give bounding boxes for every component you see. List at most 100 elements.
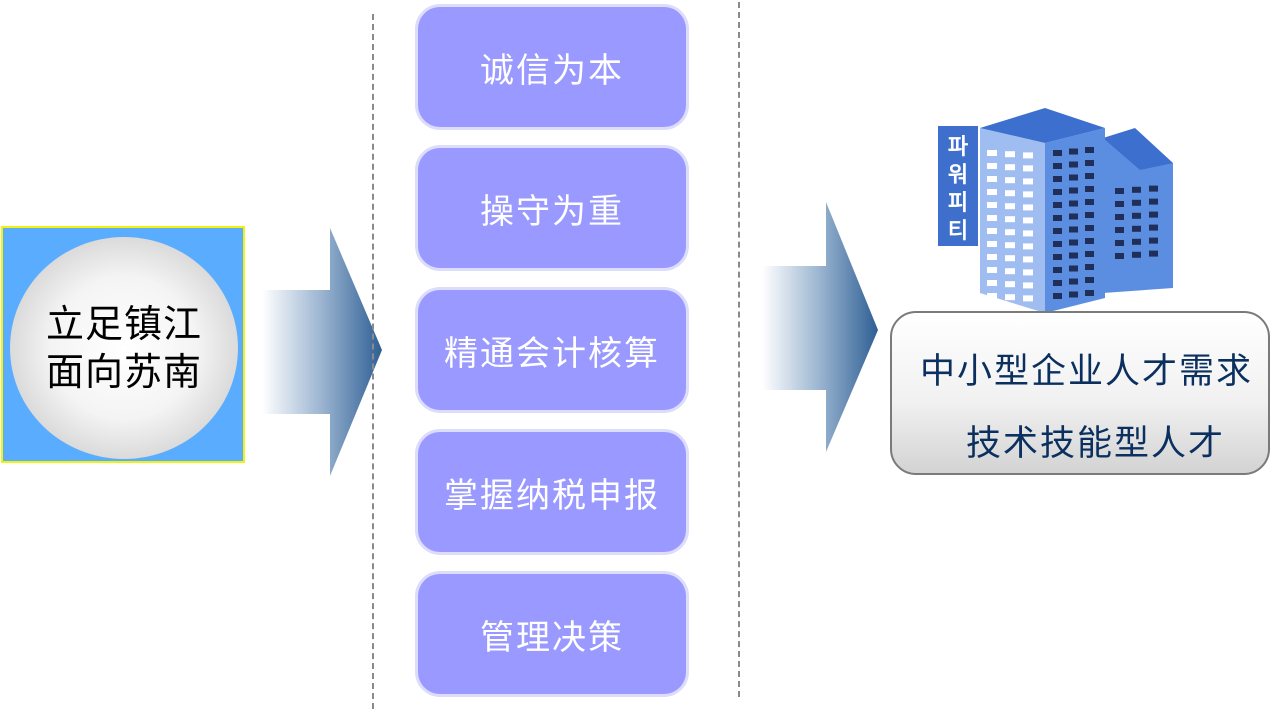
building-window (987, 150, 997, 156)
building-window (1053, 228, 1062, 234)
building-window (1023, 165, 1033, 172)
value-label: 掌握纳税申报 (444, 475, 660, 516)
building-window (1132, 199, 1141, 206)
outcome-line-2: 技术技能型人才 (966, 424, 1226, 464)
building-window (1069, 187, 1078, 194)
building-window (1069, 148, 1078, 155)
building-window (1069, 265, 1078, 272)
building-window (1069, 291, 1078, 298)
source-circle: 立足镇江 面向苏南 (10, 237, 238, 459)
building-window (1132, 212, 1141, 219)
sign-char: 피 (948, 191, 968, 216)
divider-left (372, 14, 374, 709)
office-building-icon: 파 워 피 티 (938, 108, 1173, 313)
building-window (1069, 278, 1078, 285)
building-window (1053, 293, 1062, 299)
building-window (1085, 290, 1094, 296)
building-window (1023, 269, 1033, 276)
building-window (1115, 188, 1124, 194)
building-window (987, 254, 997, 260)
building-window (1149, 237, 1158, 244)
building-window (1023, 217, 1033, 224)
building-window (1069, 226, 1078, 233)
building-window (1149, 224, 1158, 231)
value-item-1: 诚信为本 (418, 7, 686, 127)
building-window (987, 163, 997, 169)
building-window (1069, 213, 1078, 220)
value-item-2: 操守为重 (418, 148, 686, 268)
building-window (1005, 177, 1015, 184)
building-window (1085, 199, 1094, 205)
arrow-right-icon (762, 202, 878, 452)
building-window (1115, 227, 1124, 233)
building-window (1085, 238, 1094, 244)
sign-char: 파 (948, 135, 969, 160)
value-item-5: 管理决策 (418, 574, 686, 694)
building-window (987, 293, 997, 299)
building-window (1023, 191, 1033, 198)
building-window (1115, 201, 1124, 207)
building-window (1053, 202, 1062, 208)
building-window (1005, 190, 1015, 197)
building-window (1149, 211, 1158, 218)
value-label: 管理决策 (480, 617, 624, 658)
building-window (1005, 216, 1015, 223)
building-window (1085, 251, 1094, 257)
building-window (1115, 214, 1124, 220)
building-window (1005, 151, 1015, 158)
building-window (1023, 256, 1033, 263)
building-window (1053, 215, 1062, 221)
arrow-right-shape (762, 202, 878, 452)
building-window (987, 280, 997, 286)
building-window (1023, 295, 1033, 302)
building-window (1149, 198, 1158, 205)
building-window (1023, 243, 1033, 250)
building-window (1053, 241, 1062, 247)
outcome-box: 中小型企业人才需求 技术技能型人才 (890, 311, 1270, 475)
building-window (1115, 253, 1124, 259)
building-window (987, 267, 997, 273)
building-window (1053, 267, 1062, 273)
building-window (987, 202, 997, 208)
source-line-2: 面向苏南 (45, 350, 202, 394)
building-window (987, 215, 997, 221)
building-window (1005, 203, 1015, 210)
building-window (1005, 229, 1015, 236)
building-window (1005, 164, 1015, 171)
building-window (1005, 268, 1015, 275)
sign-char: 워 (948, 163, 968, 188)
building-window (1023, 152, 1033, 159)
value-item-4: 掌握纳税申报 (418, 432, 686, 552)
value-label: 诚信为本 (480, 50, 624, 91)
building-window (987, 189, 997, 195)
building-window (1023, 282, 1033, 289)
building-window (1069, 161, 1078, 168)
building-window (1149, 185, 1158, 192)
arrow-right-shape (262, 228, 382, 476)
source-line-1: 立足镇江 (45, 302, 202, 346)
building-window (1053, 254, 1062, 260)
arrow-right-icon (262, 228, 382, 476)
value-label: 精通会计核算 (444, 333, 660, 374)
building-window (1115, 240, 1124, 246)
value-label: 操守为重 (480, 191, 624, 232)
value-item-3: 精通会计核算 (418, 290, 686, 410)
building-window (1023, 204, 1033, 211)
building-window (1005, 294, 1015, 301)
building-window (987, 241, 997, 247)
building-window (987, 176, 997, 182)
building-window (1085, 264, 1094, 270)
building-window (1053, 150, 1062, 156)
building-window (1085, 160, 1094, 166)
divider-right (738, 2, 740, 697)
building-window (1085, 186, 1094, 192)
building-window (1023, 178, 1033, 185)
building-window (1149, 250, 1158, 257)
building-window (1053, 189, 1062, 195)
building-window (1053, 280, 1062, 286)
building-window (1053, 176, 1062, 182)
building-window (1132, 225, 1141, 232)
building-window (1005, 281, 1015, 288)
building-window (1069, 252, 1078, 259)
building-window (1085, 173, 1094, 179)
